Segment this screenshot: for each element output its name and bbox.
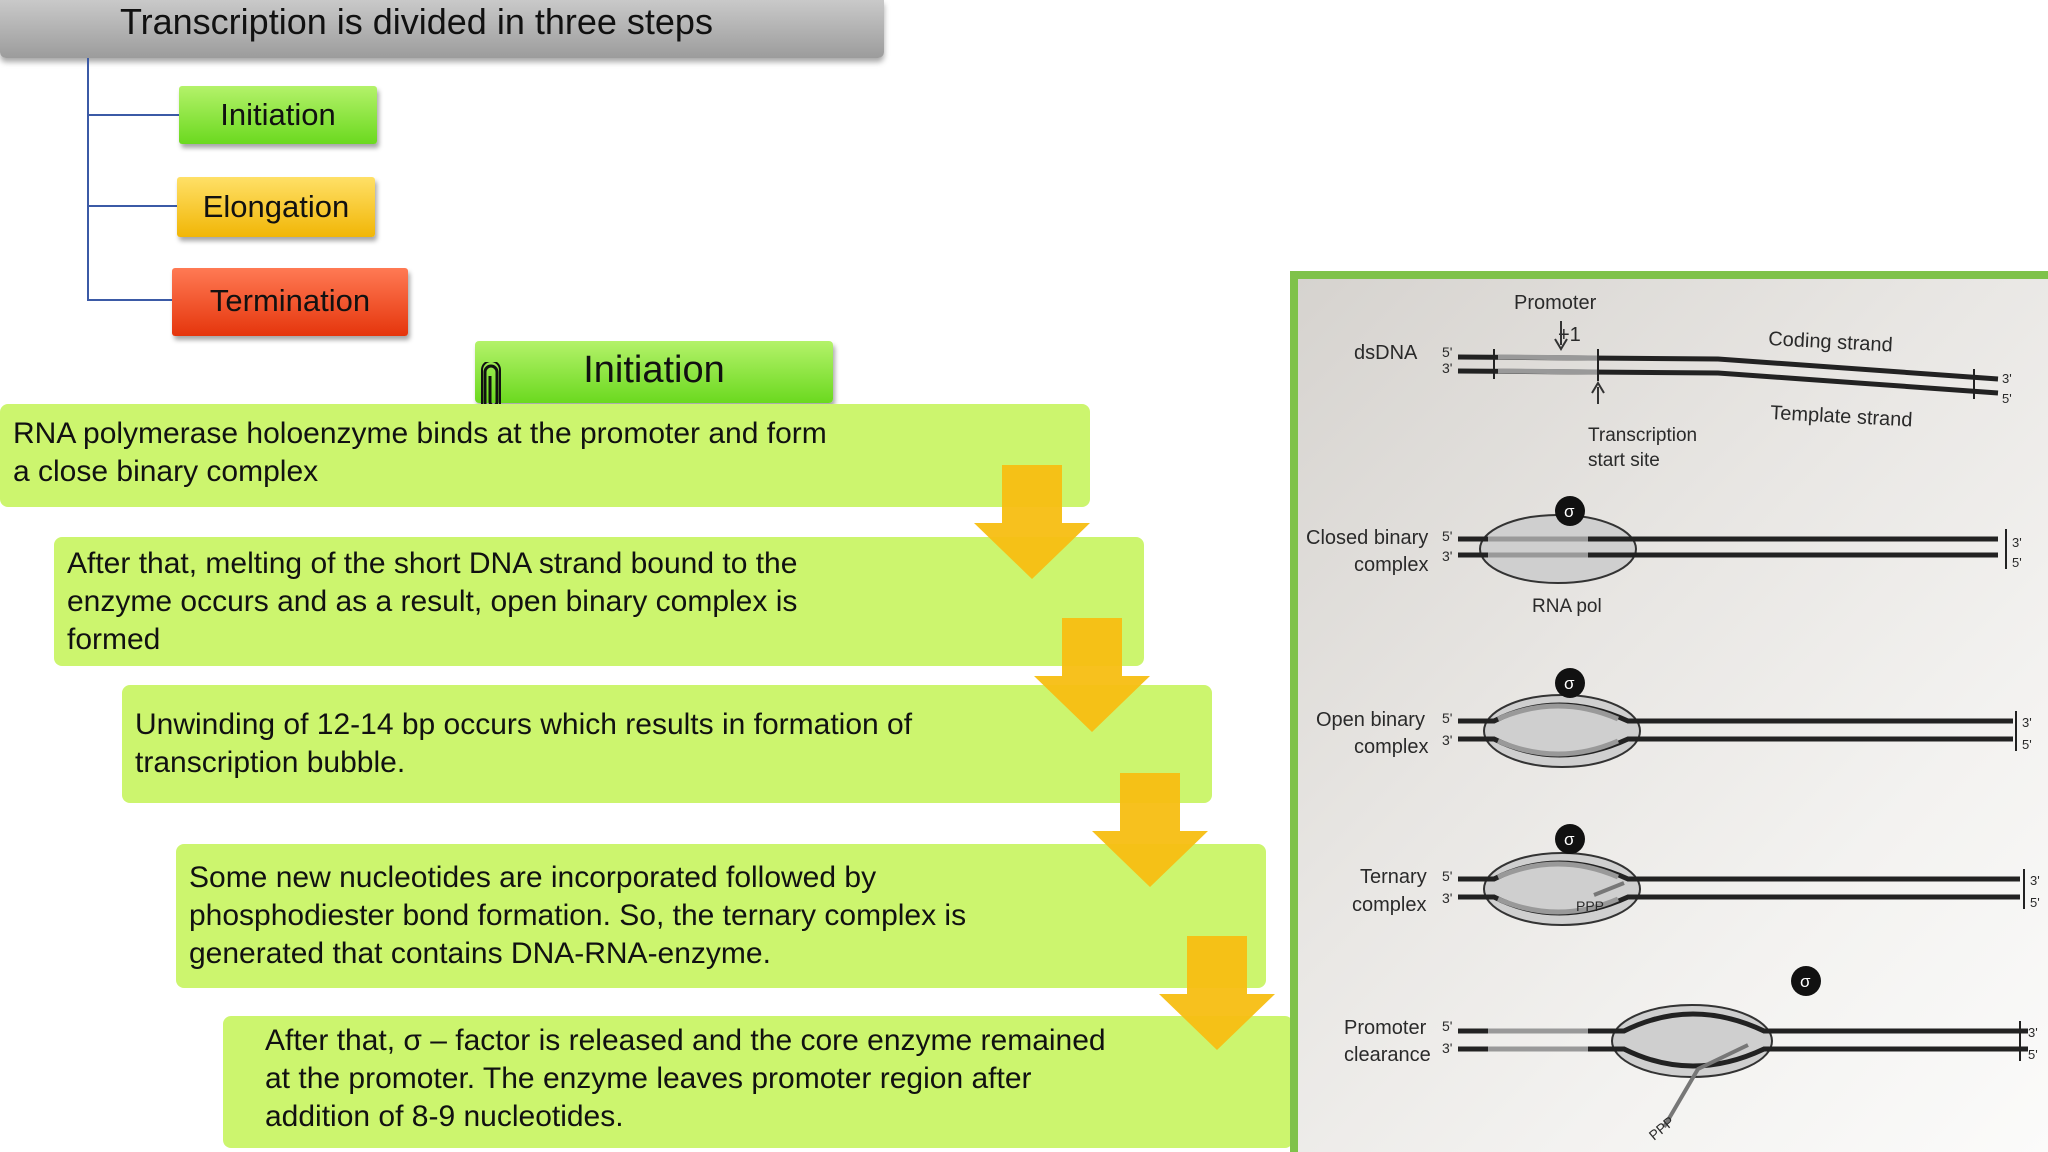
info-2-line-3: formed: [67, 623, 161, 656]
sigma-label: σ: [1564, 674, 1575, 693]
info-1-line-2: a close binary complex: [13, 455, 319, 488]
transcription-initiation-figure: Promoter +1 dsDNA 5' 3' 3' 5' Coding str…: [1290, 271, 2048, 1152]
plus-one-label: +1: [1558, 324, 1581, 346]
sigma-factor: [1555, 496, 1585, 526]
sigma-factor: [1555, 668, 1585, 698]
rna-pol-label: RNA pol: [1532, 596, 1602, 617]
down-arrow-icon: [1159, 936, 1275, 1050]
three-prime-label: 3': [1442, 890, 1452, 906]
sigma-label: σ: [1564, 830, 1575, 849]
ppp-label: PPP: [1576, 898, 1604, 914]
five-prime-label: 5': [2022, 737, 2032, 752]
info-4-line-3: generated that contains DNA-RNA-enzyme.: [189, 937, 771, 970]
step-initiation: Initiation: [179, 86, 377, 144]
info-5-line-2: at the promoter. The enzyme leaves promo…: [265, 1062, 1032, 1095]
rna-pol-ellipse: [1479, 514, 1637, 584]
three-prime-label: 3': [1442, 1040, 1452, 1056]
info-1-line-1: RNA polymerase holoenzyme binds at the p…: [13, 417, 827, 450]
info-3-line-1: Unwinding of 12-14 bp occurs which resul…: [135, 708, 913, 741]
transcription-start-label-1: Transcription: [1588, 425, 1697, 446]
info-2-line-2: enzyme occurs and as a result, open bina…: [67, 585, 798, 618]
down-arrow-icon: [1092, 773, 1208, 887]
five-prime-label: 5': [2012, 555, 2022, 570]
info-box-2: After that, melting of the short DNA str…: [54, 537, 1144, 666]
coding-strand-label: Coding strand: [1768, 328, 1894, 356]
info-5-line-3: addition of 8-9 nucleotides.: [265, 1100, 624, 1133]
info-box-3: Unwinding of 12-14 bp occurs which resul…: [122, 685, 1212, 803]
promoter-arrowhead-icon: [1554, 338, 1568, 351]
info-box-5: After that, σ – factor is released and t…: [223, 1016, 1293, 1148]
five-prime-label: 5': [1442, 528, 1452, 544]
down-arrow-icon: [1034, 618, 1150, 732]
row-label-clearance: clearance: [1344, 1044, 1431, 1066]
sigma-label: σ: [1800, 972, 1811, 991]
info-2-line-1: After that, melting of the short DNA str…: [67, 547, 798, 580]
info-4-line-1: Some new nucleotides are incorporated fo…: [189, 861, 877, 894]
five-prime-label: 5': [2030, 895, 2040, 910]
tree-vertical-line: [87, 58, 89, 301]
three-prime-label: 3': [1442, 548, 1452, 564]
five-prime-label: 5': [1442, 868, 1452, 884]
three-prime-label: 3': [1442, 360, 1452, 376]
sigma-factor: [1791, 966, 1821, 996]
row-label-complex: complex: [1352, 894, 1426, 916]
row-label-closed-binary: Closed binary: [1306, 527, 1428, 549]
info-box-4: Some new nucleotides are incorporated fo…: [176, 844, 1266, 988]
section-heading: Initiation: [475, 341, 833, 403]
five-prime-label: 5': [2028, 1047, 2038, 1062]
down-arrow-icon: [974, 465, 1090, 579]
three-prime-label: 3': [2012, 535, 2022, 550]
tree-branch-elongation: [87, 205, 179, 207]
transcription-start-label-2: start site: [1588, 450, 1660, 471]
sigma-label: σ: [1564, 502, 1575, 521]
tree-branch-initiation: [87, 114, 179, 116]
three-prime-label: 3': [2002, 371, 2012, 386]
five-prime-label: 5': [1442, 710, 1452, 726]
five-prime-label: 5': [1442, 344, 1452, 360]
three-prime-label: 3': [1442, 732, 1452, 748]
template-strand-label: Template strand: [1770, 402, 1913, 431]
row-label-ternary: Ternary: [1360, 866, 1427, 888]
promoter-label: Promoter: [1514, 292, 1597, 314]
three-prime-label: 3': [2022, 715, 2032, 730]
step-termination: Termination: [172, 268, 408, 336]
row-label-complex: complex: [1354, 736, 1428, 758]
row-label-open-binary: Open binary: [1316, 709, 1425, 731]
step-elongation: Elongation: [177, 177, 375, 237]
five-prime-label: 5': [2002, 391, 2012, 406]
three-prime-label: 3': [2028, 1025, 2038, 1040]
info-4-line-2: phosphodiester bond formation. So, the t…: [189, 899, 967, 932]
info-box-1: RNA polymerase holoenzyme binds at the p…: [0, 404, 1090, 507]
three-prime-label: 3': [2030, 873, 2040, 888]
figure-diagram: Promoter +1 dsDNA 5' 3' 3' 5' Coding str…: [1306, 292, 2040, 1143]
row-label-promoter: Promoter: [1344, 1017, 1427, 1039]
ppp-label: PPP: [1646, 1113, 1678, 1143]
row-label-complex: complex: [1354, 554, 1428, 576]
slide-title: Transcription is divided in three steps: [0, 0, 884, 58]
five-prime-label: 5': [1442, 1018, 1452, 1034]
sigma-factor: [1555, 824, 1585, 854]
info-3-line-2: transcription bubble.: [135, 746, 406, 779]
info-5-line-1: After that, σ – factor is released and t…: [265, 1024, 1106, 1057]
tree-branch-termination: [87, 299, 173, 301]
row-label-dsdna: dsDNA: [1354, 342, 1418, 364]
